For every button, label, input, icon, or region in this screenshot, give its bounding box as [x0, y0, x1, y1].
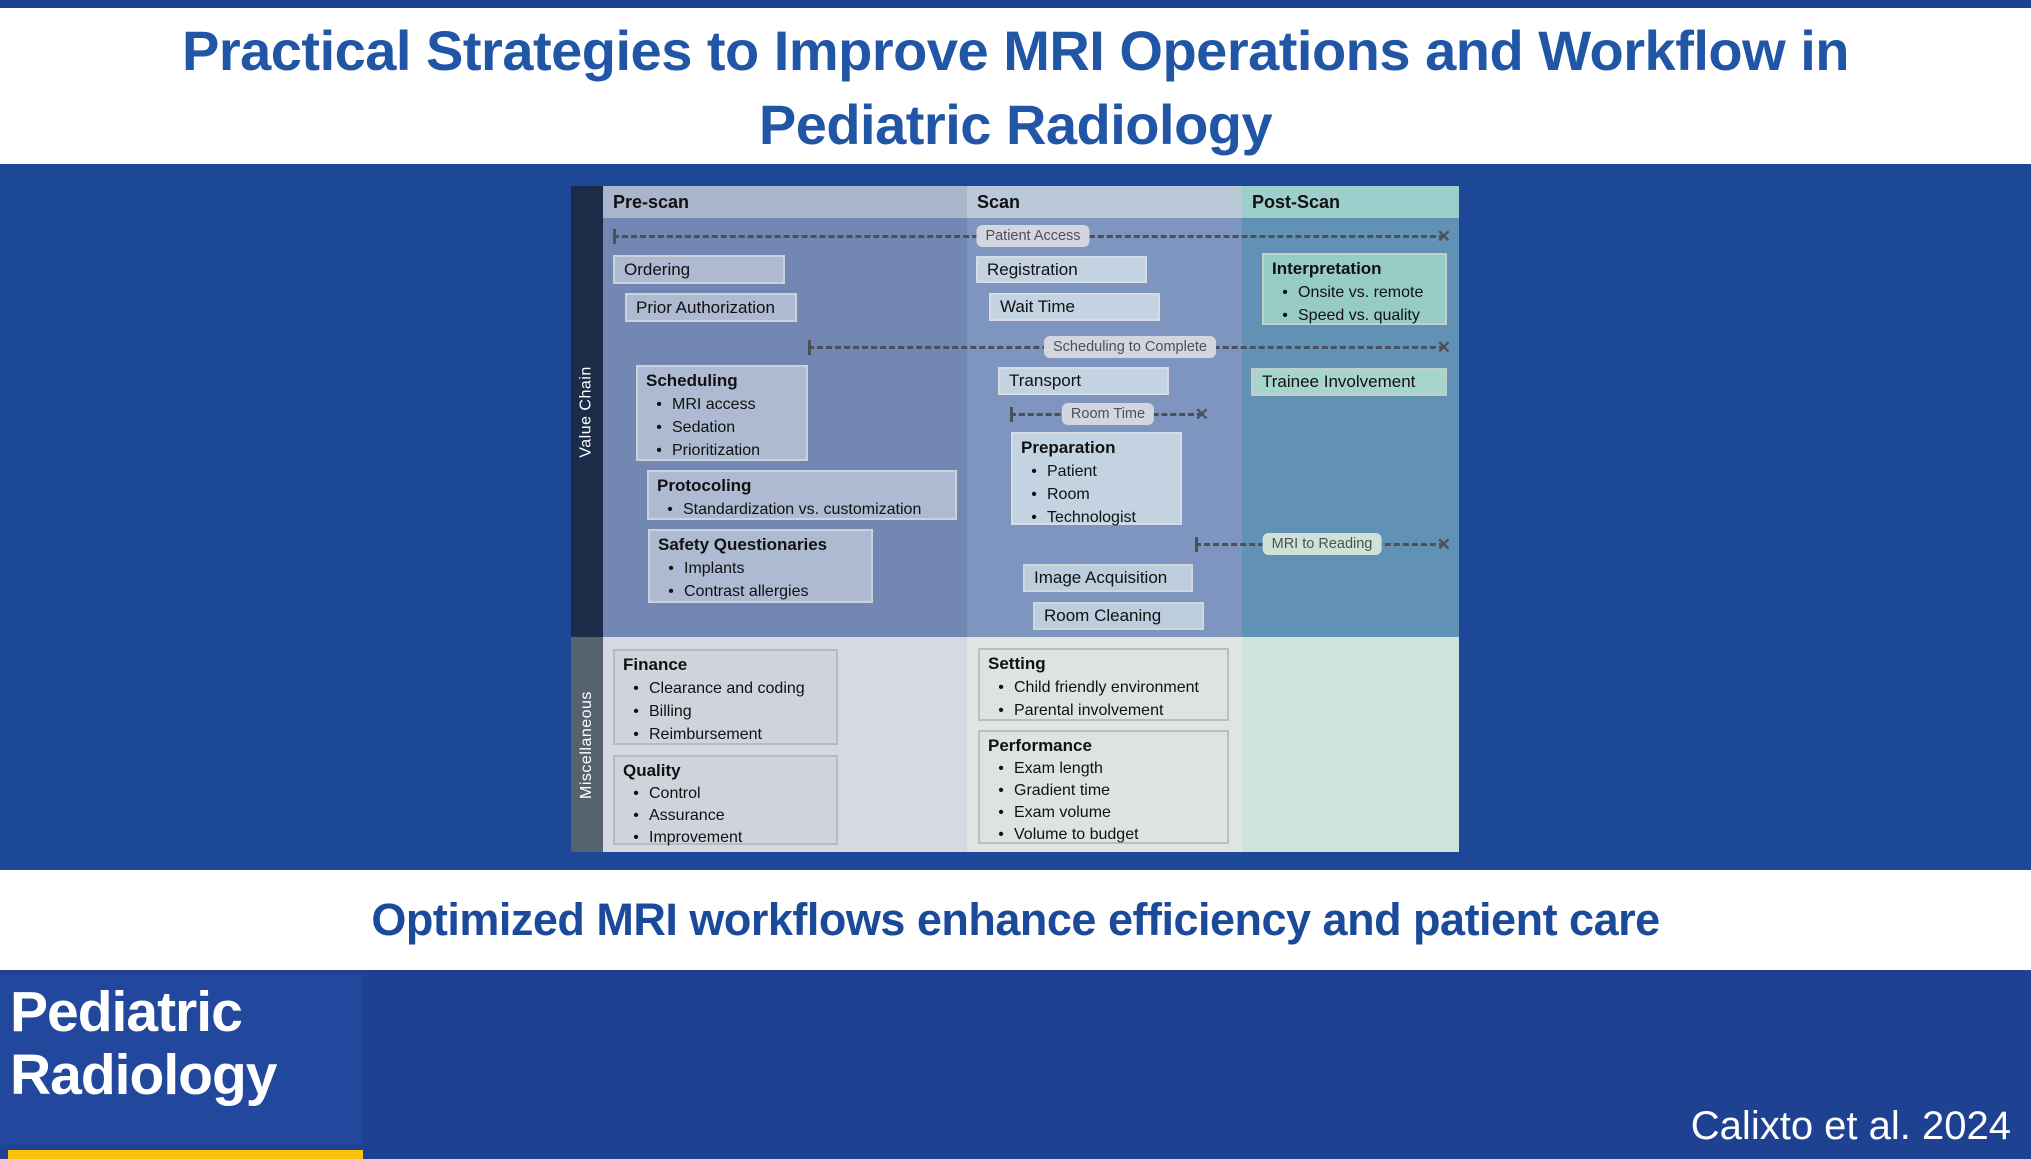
- footer: Pediatric Radiology Calixto et al. 2024: [0, 970, 2031, 1159]
- journal-logo-goldbar: [8, 1150, 363, 1159]
- start-tick: [613, 229, 616, 244]
- journal-logo-text: Pediatric Radiology: [10, 980, 278, 1107]
- end-x-icon: ✕: [1436, 535, 1451, 554]
- top-accent-bar: [0, 0, 2031, 8]
- page-title: Practical Strategies to Improve MRI Oper…: [182, 19, 1850, 156]
- timeline-mri-to-reading: ✕ MRI to Reading: [1195, 533, 1451, 556]
- box-wait-time: Wait Time: [989, 293, 1160, 321]
- box-protocoling: Protocoling Standardization vs. customiz…: [647, 470, 957, 520]
- journal-logo: Pediatric Radiology: [0, 975, 363, 1159]
- journal-logo-line1: Pediatric: [10, 980, 243, 1044]
- column-header-scan: Scan: [967, 186, 1242, 218]
- column-header-postscan: Post-Scan: [1242, 186, 1459, 218]
- start-tick: [1010, 407, 1013, 422]
- citation: Calixto et al. 2024: [1690, 1104, 2011, 1148]
- box-finance: Finance Clearance and coding Billing Rei…: [613, 649, 838, 745]
- timeline-patient-access: ✕ Patient Access: [613, 225, 1451, 248]
- box-performance: Performance Exam length Gradient time Ex…: [978, 730, 1229, 844]
- box-scheduling: Scheduling MRI access Sedation Prioritiz…: [636, 365, 808, 461]
- start-tick: [808, 340, 811, 355]
- title-band: Practical Strategies to Improve MRI Oper…: [0, 8, 2031, 164]
- box-ordering: Ordering: [613, 255, 785, 284]
- timeline-room-time: ✕ Room Time: [1010, 403, 1209, 426]
- box-interpretation: Interpretation Onsite vs. remote Speed v…: [1262, 253, 1447, 325]
- timeline-label: Room Time: [1061, 403, 1155, 425]
- column-header-prescan: Pre-scan: [603, 186, 967, 218]
- start-tick: [1195, 537, 1198, 552]
- journal-logo-line2: Radiology: [10, 1042, 278, 1107]
- end-x-icon: ✕: [1194, 405, 1209, 424]
- box-safety-questionaries: Safety Questionaries Implants Contrast a…: [648, 529, 873, 603]
- box-quality: Quality Control Assurance Improvement: [613, 755, 838, 846]
- timeline-label: Patient Access: [976, 225, 1090, 247]
- end-x-icon: ✕: [1436, 338, 1451, 357]
- box-prior-authorization: Prior Authorization: [625, 293, 797, 322]
- box-room-cleaning: Room Cleaning: [1033, 602, 1204, 630]
- end-x-icon: ✕: [1436, 227, 1451, 246]
- box-registration: Registration: [976, 256, 1147, 283]
- timeline-label: MRI to Reading: [1262, 533, 1382, 555]
- key-message: Optimized MRI workflows enhance efficien…: [371, 894, 1660, 945]
- postscan-misc-body: [1242, 637, 1459, 852]
- timeline-label: Scheduling to Complete: [1044, 336, 1216, 358]
- subtitle-band: Optimized MRI workflows enhance efficien…: [0, 870, 2031, 970]
- mri-workflow-diagram: Pre-scan Scan Post-Scan Value Chain Misc…: [571, 186, 1459, 852]
- timeline-scheduling-to-complete: ✕ Scheduling to Complete: [808, 336, 1451, 359]
- miscellaneous-label: Miscellaneous: [578, 690, 596, 799]
- box-trainee-involvement: Trainee Involvement: [1251, 368, 1447, 396]
- box-transport: Transport: [998, 367, 1169, 395]
- value-chain-label: Value Chain: [578, 365, 596, 458]
- box-preparation: Preparation Patient Room Technologist: [1011, 432, 1182, 526]
- miscellaneous-strip: [571, 637, 603, 852]
- value-chain-strip: [571, 186, 603, 637]
- box-image-acquisition: Image Acquisition: [1023, 564, 1193, 592]
- box-setting: Setting Child friendly environment Paren…: [978, 648, 1229, 721]
